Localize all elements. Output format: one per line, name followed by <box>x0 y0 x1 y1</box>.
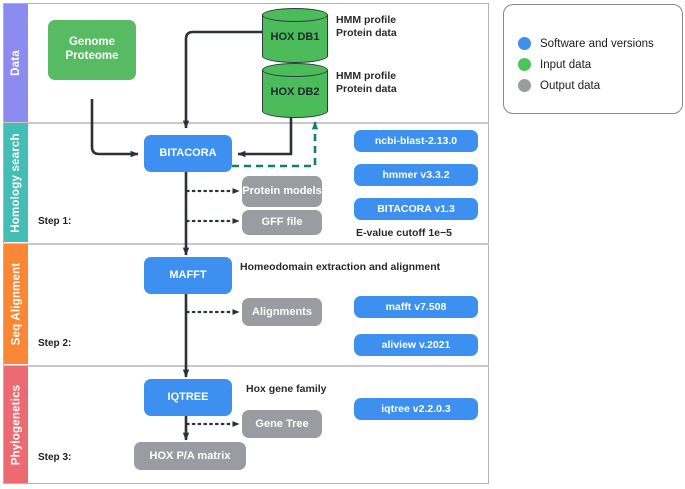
node-mafft[interactable]: MAFFT <box>144 257 232 294</box>
node-iqtree-label: IQTREE <box>167 391 209 404</box>
sidebar-label-homology-search: Homology search <box>10 132 22 233</box>
hox-db2-cylinder-top <box>262 63 328 77</box>
node-bitacora[interactable]: BITACORA <box>144 135 232 172</box>
software-aliview-version[interactable]: aliview v.2021 <box>354 334 478 356</box>
node-hox-db2-label: HOX DB2 <box>270 86 320 98</box>
node-gene-tree[interactable]: Gene Tree <box>242 410 322 438</box>
node-hox-db1-label: HOX DB1 <box>270 31 320 43</box>
sidebar-section-homology-search: Homology search <box>4 123 28 242</box>
evalue-cutoff-note: E-value cutoff 1e−5 <box>356 227 452 239</box>
node-hox-db2[interactable]: HOX DB2 <box>262 63 328 118</box>
software-hmmer-label: hmmer v3.3.2 <box>382 168 450 181</box>
software-aliview-version-label: aliview v.2021 <box>381 338 451 351</box>
legend-box: Software and versions Input data Output … <box>503 4 683 114</box>
band-separator-3 <box>3 365 489 367</box>
legend-output-dot-icon <box>518 79 531 92</box>
homeodomain-note: Homeodomain extraction and alignment <box>240 261 441 273</box>
node-gff-file-label: GFF file <box>261 216 303 229</box>
legend-item-output: Output data <box>518 79 600 92</box>
node-alignments[interactable]: Alignments <box>242 298 322 326</box>
legend-output-label: Output data <box>540 79 601 92</box>
legend-input-label: Input data <box>540 58 592 71</box>
hox-db1-cylinder-top <box>262 8 328 22</box>
software-mafft-version[interactable]: mafft v7.508 <box>354 296 478 318</box>
node-iqtree[interactable]: IQTREE <box>144 379 232 416</box>
node-alignments-label: Alignments <box>252 305 312 318</box>
band-separator-1 <box>3 122 489 124</box>
hox-db2-note: HMM profile Protein data <box>336 70 397 96</box>
node-bitacora-label: BITACORA <box>159 147 217 160</box>
software-mafft-version-label: mafft v7.508 <box>385 300 447 313</box>
legend-item-input: Input data <box>518 58 591 71</box>
sidebar-section-phylogenetics: Phylogenetics <box>4 366 28 483</box>
software-ncbi-blast[interactable]: ncbi-blast-2.13.0 <box>354 130 478 152</box>
hox-gene-family-note: Hox gene family <box>246 383 327 395</box>
software-ncbi-blast-label: ncbi-blast-2.13.0 <box>374 134 458 147</box>
software-bitacora-version[interactable]: BITACORA v1.3 <box>354 198 478 220</box>
node-genome-proteome-label: Genome Proteome <box>65 36 119 62</box>
software-hmmer[interactable]: hmmer v3.3.2 <box>354 164 478 186</box>
node-gene-tree-label: Gene Tree <box>255 417 309 430</box>
node-protein-models-label: Protein models <box>242 185 322 198</box>
software-iqtree-version-label: iqtree v2.2.0.3 <box>381 402 451 415</box>
sidebar-label-seq-alignment: Seq Alignment <box>10 262 22 346</box>
legend-input-dot-icon <box>518 58 531 71</box>
node-protein-models[interactable]: Protein models <box>242 176 322 207</box>
legend-item-software: Software and versions <box>518 37 654 50</box>
step-1-label: Step 1: <box>38 216 72 227</box>
sidebar-label-phylogenetics: Phylogenetics <box>10 384 23 465</box>
software-iqtree-version[interactable]: iqtree v2.2.0.3 <box>354 398 478 420</box>
hox-db1-note: HMM profile Protein data <box>336 14 397 40</box>
sidebar-section-data: Data <box>4 4 28 122</box>
node-gff-file[interactable]: GFF file <box>242 210 322 235</box>
software-bitacora-version-label: BITACORA v1.3 <box>377 202 455 215</box>
legend-software-dot-icon <box>518 37 531 50</box>
node-hox-db1[interactable]: HOX DB1 <box>262 8 328 63</box>
step-2-label: Step 2: <box>38 338 72 349</box>
sidebar-label-data: Data <box>10 50 23 76</box>
step-3-label: Step 3: <box>38 452 72 463</box>
node-mafft-label: MAFFT <box>169 269 207 282</box>
node-genome-proteome[interactable]: Genome Proteome <box>48 20 136 80</box>
band-separator-2 <box>3 243 489 245</box>
sidebar-section-seq-alignment: Seq Alignment <box>4 244 28 364</box>
node-hox-pa-matrix[interactable]: HOX P/A matrix <box>134 442 246 470</box>
node-hox-pa-matrix-label: HOX P/A matrix <box>149 449 231 462</box>
legend-software-label: Software and versions <box>540 37 654 50</box>
